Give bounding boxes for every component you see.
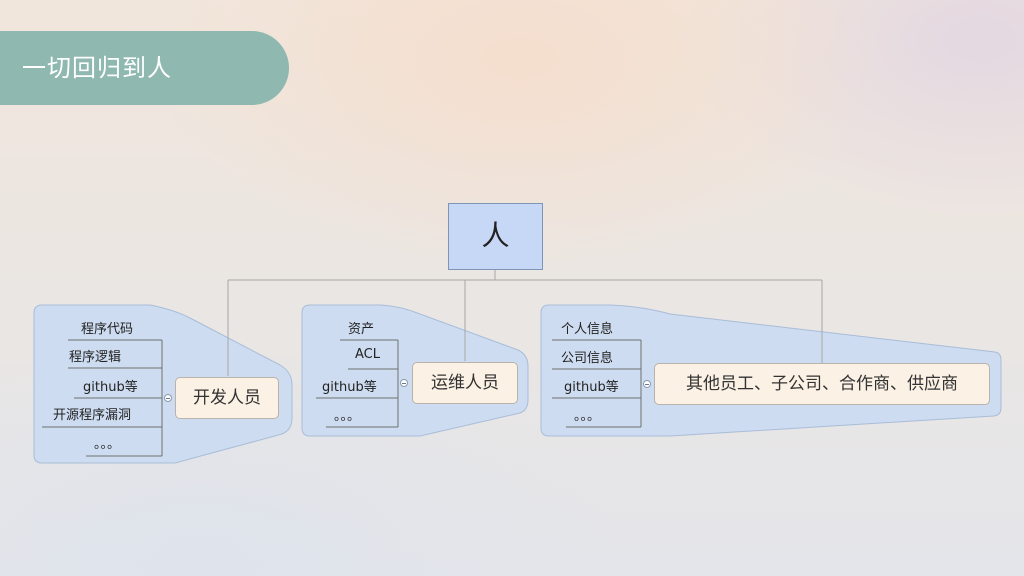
leaf-item: github等	[564, 380, 619, 395]
leaf-item: 公司信息	[561, 351, 614, 366]
leaf-item: ACL	[355, 347, 380, 362]
leaf-item: 开源程序漏洞	[53, 408, 132, 423]
leaf-item: 。。。	[334, 409, 361, 424]
branch-label: 其他员工、子公司、合作商、供应商	[686, 374, 958, 394]
page-title: 一切回归到人	[22, 54, 172, 82]
leaf-item: 。。。	[574, 409, 601, 424]
leaf-item: github等	[322, 380, 377, 395]
leaf-item: 。。。	[94, 437, 121, 452]
branch-label: 运维人员	[431, 373, 499, 393]
branch-node-operations[interactable]: 运维人员	[412, 362, 518, 404]
root-node[interactable]: 人	[448, 203, 543, 270]
title-banner: 一切回归到人	[0, 31, 289, 105]
branch-node-developers[interactable]: 开发人员	[175, 377, 279, 419]
leaf-item: github等	[83, 380, 138, 395]
root-label: 人	[481, 219, 510, 252]
branch-node-others[interactable]: 其他员工、子公司、合作商、供应商	[654, 363, 990, 405]
leaf-lines-operations	[316, 339, 399, 428]
leaf-item: 程序代码	[81, 322, 134, 337]
collapse-toggle-icon[interactable]	[400, 379, 408, 387]
leaf-item: 程序逻辑	[69, 350, 122, 365]
root-connectors	[227, 270, 823, 376]
leaf-lines-others	[552, 339, 642, 428]
collapse-toggle-icon[interactable]	[643, 380, 651, 388]
leaf-lines-developers	[42, 339, 163, 457]
leaf-item: 资产	[348, 322, 375, 337]
collapse-toggle-icon[interactable]	[164, 394, 172, 402]
branch-label: 开发人员	[193, 388, 261, 408]
leaf-item: 个人信息	[561, 322, 614, 337]
